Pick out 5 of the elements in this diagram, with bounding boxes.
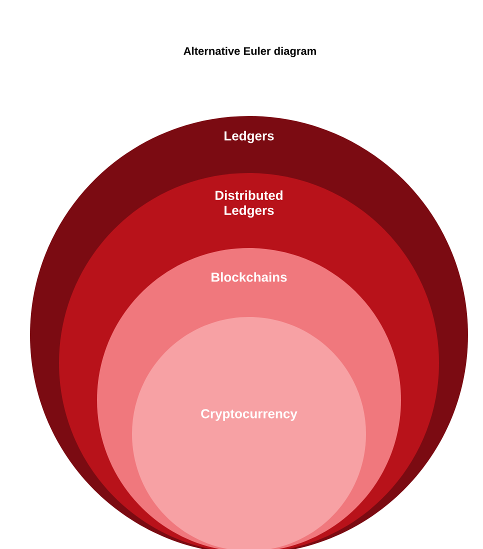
circle-label: Distributed Ledgers (216, 190, 282, 218)
title: Alternative Euler diagram (184, 46, 316, 58)
circle-label: Blockchains (212, 272, 287, 282)
circle-label: Ledgers (224, 130, 274, 144)
circle-label: Cryptocurrency (201, 409, 298, 421)
